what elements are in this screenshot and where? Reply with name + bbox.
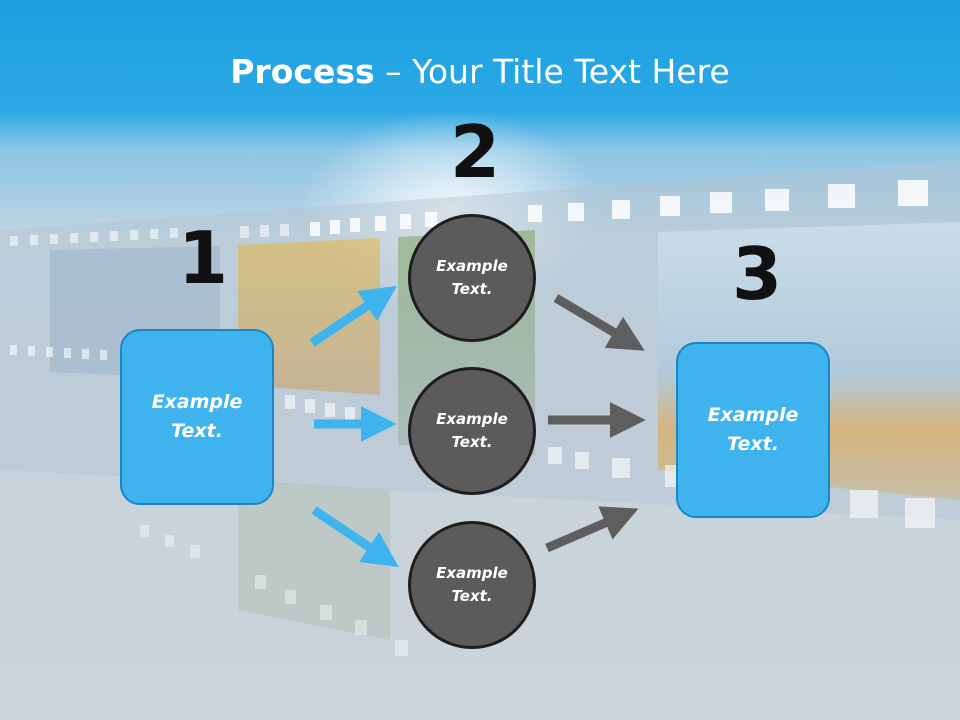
arrow-1-to-bottom bbox=[311, 506, 399, 568]
arrow-top-to-3 bbox=[553, 294, 645, 351]
step-2-circle-middle: Example Text. bbox=[408, 367, 536, 495]
title-dash: – bbox=[374, 52, 413, 91]
arrow-1-to-top bbox=[309, 285, 397, 347]
step-number-1: 1 bbox=[178, 216, 229, 300]
slide-title: Process – Your Title Text Here bbox=[0, 52, 960, 91]
title-bold: Process bbox=[230, 52, 375, 91]
step-1-box: Example Text. bbox=[120, 329, 274, 505]
step-number-3: 3 bbox=[732, 232, 783, 316]
step-number-2: 2 bbox=[450, 110, 501, 194]
step-3-box: Example Text. bbox=[676, 342, 830, 518]
arrow-bottom-to-3 bbox=[545, 506, 639, 553]
step-2-circle-bottom: Example Text. bbox=[408, 521, 536, 649]
step-2-circle-top: Example Text. bbox=[408, 214, 536, 342]
title-rest: Your Title Text Here bbox=[412, 52, 730, 91]
